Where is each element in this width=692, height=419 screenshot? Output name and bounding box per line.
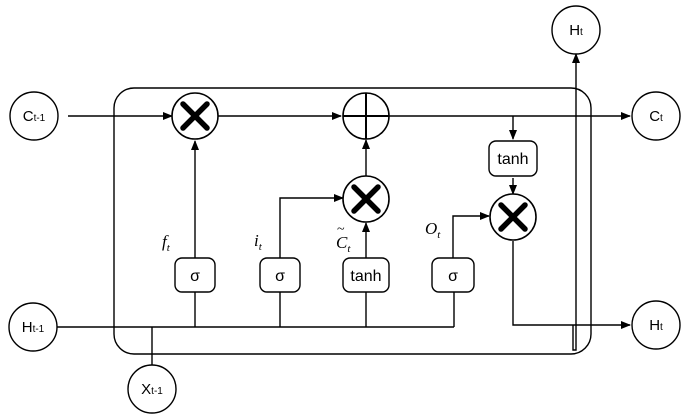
wire-output-gate-to-mult <box>452 212 490 258</box>
forget-gate: σ <box>174 257 216 293</box>
forget-multiply-op <box>171 92 219 140</box>
node-h-prev: Ht-1 <box>8 302 58 352</box>
candidate-gate: tanh <box>342 257 390 293</box>
output-multiply-op <box>489 193 537 241</box>
cell-add-op <box>342 92 390 140</box>
node-c-t: Ct <box>631 91 681 141</box>
wire-input-gate-to-mult <box>279 194 344 258</box>
node-x-prev: Xt-1 <box>127 364 177 414</box>
svg-text:Ct: Ct <box>649 108 663 125</box>
input-gate-fn: σ <box>275 268 285 285</box>
candidate-gate-label: Ct <box>336 233 351 255</box>
svg-text:Ht-1: Ht-1 <box>22 319 45 336</box>
cell-tanh-box: tanh <box>488 140 538 177</box>
svg-text:Ht: Ht <box>569 22 583 39</box>
svg-text:Ht: Ht <box>649 317 663 334</box>
output-gate-fn: σ <box>448 268 458 285</box>
input-multiply-op <box>342 175 390 223</box>
lstm-cell-boundary <box>113 87 592 355</box>
forget-gate-fn: σ <box>190 268 200 285</box>
output-gate: σ <box>431 257 475 293</box>
node-c-prev: Ct-1 <box>9 91 59 141</box>
cell-tanh-fn: tanh <box>497 151 528 168</box>
svg-text:Ct-1: Ct-1 <box>23 108 46 125</box>
svg-text:Xt-1: Xt-1 <box>141 381 163 398</box>
wire-output-mult-to-ht <box>512 241 631 329</box>
output-gate-label: Ot <box>425 219 441 241</box>
candidate-gate-accent: ~ <box>337 222 345 237</box>
input-gate: σ <box>259 257 301 293</box>
node-h-t-top: Ht <box>551 5 601 55</box>
input-gate-label: it <box>254 231 263 253</box>
candidate-gate-fn: tanh <box>350 268 381 285</box>
wire-ht-up <box>572 53 580 351</box>
forget-gate-label: ft <box>162 232 171 254</box>
node-h-t-right: Ht <box>631 300 681 350</box>
